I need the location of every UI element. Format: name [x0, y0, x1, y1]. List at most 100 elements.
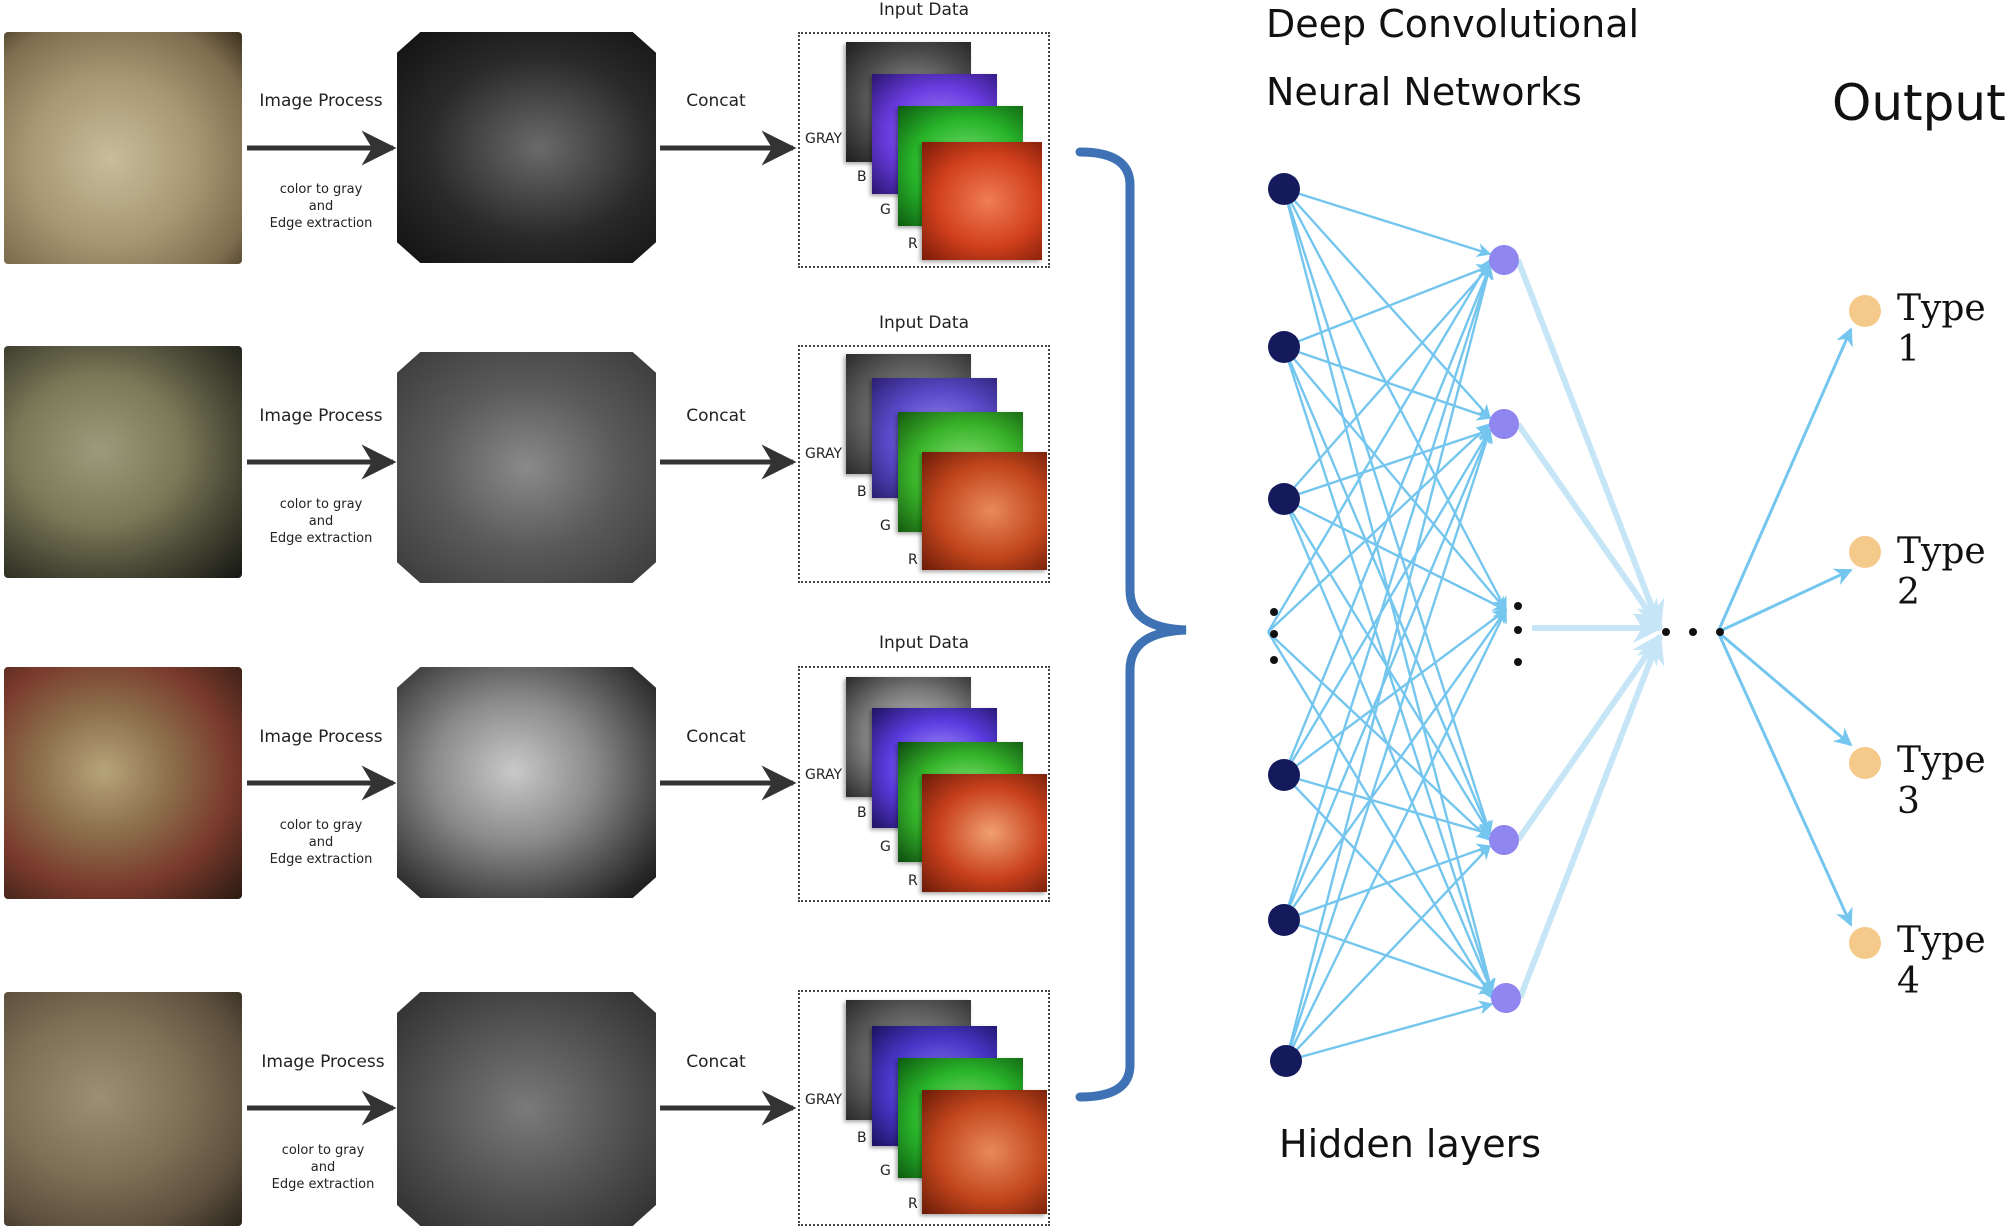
input-ellipsis-dot — [1270, 608, 1278, 616]
hidden-node-1 — [1489, 245, 1519, 275]
edge-image-4 — [397, 992, 656, 1226]
input-hidden-edge — [1283, 608, 1507, 921]
hidden-layers-label: Hidden layers — [1279, 1122, 1542, 1166]
input-hidden-edge — [1267, 423, 1492, 633]
network-nodes — [1268, 173, 1881, 1077]
input-data-title-2: Input Data — [878, 313, 969, 333]
input-ellipsis-dot — [1270, 630, 1278, 638]
output-edge — [1717, 630, 1853, 747]
concat-label-4: Concat — [686, 1052, 746, 1072]
gray-channel-label-3: GRAY — [805, 767, 843, 783]
red-channel-3 — [922, 774, 1047, 892]
endoscopy-photo-1 — [4, 32, 242, 264]
hidden-merge-edge — [1515, 422, 1663, 631]
g-channel-label-1: G — [880, 202, 891, 218]
b-channel-label-2: B — [857, 484, 867, 500]
endoscopy-photo-2 — [4, 346, 242, 578]
r-channel-label-3: R — [908, 873, 918, 889]
input-hidden-edge — [1283, 187, 1492, 257]
input-data-box-4 — [798, 990, 1050, 1226]
input-hidden-edge — [1283, 264, 1492, 349]
output-title: Output — [1832, 74, 2006, 132]
input-node-4 — [1268, 759, 1300, 791]
output-type-1-label: Type 1 — [1897, 288, 1986, 370]
input-hidden-edge — [1284, 264, 1494, 1062]
g-channel-label-4: G — [880, 1163, 891, 1179]
gray-channel-label-1: GRAY — [805, 131, 843, 147]
input-data-title-3: Input Data — [878, 633, 969, 653]
image-process-label-3: Image Process — [259, 727, 383, 747]
input-hidden-edge — [1266, 631, 1494, 1000]
image-process-label-2: Image Process — [259, 406, 383, 426]
input-hidden-edge — [1282, 428, 1492, 776]
hidden-merge-edge — [1515, 633, 1663, 842]
output-node-3 — [1849, 747, 1881, 779]
r-channel-label-4: R — [908, 1196, 918, 1212]
output-type-3-label: Type 3 — [1897, 740, 1986, 822]
hidden-node-3 — [1489, 825, 1519, 855]
endoscopy-photo-4 — [4, 992, 242, 1226]
network-title-line1: Deep Convolutional — [1266, 2, 1640, 46]
input-hidden-edge — [1283, 918, 1494, 995]
image-process-label-1: Image Process — [259, 91, 383, 111]
output-type-2-label: Type 2 — [1897, 531, 1986, 613]
b-channel-label-1: B — [857, 169, 867, 185]
red-channel-2 — [922, 452, 1047, 570]
input-node-6 — [1270, 1045, 1302, 1077]
input-hidden-edge — [1283, 427, 1492, 501]
output-edge — [1716, 631, 1853, 927]
output-node-1 — [1849, 295, 1881, 327]
input-hidden-edge — [1285, 1000, 1494, 1063]
input-hidden-edge — [1283, 188, 1491, 420]
edge-image-3 — [397, 667, 656, 898]
hidden-node-2 — [1489, 409, 1519, 439]
input-data-box-2 — [798, 345, 1050, 583]
input-hidden-edge — [1283, 346, 1507, 612]
hidden-ellipsis-dot — [1514, 602, 1522, 610]
network-title-line2: Neural Networks — [1266, 70, 1582, 114]
output-node-2 — [1849, 536, 1881, 568]
input-hidden-edge — [1282, 264, 1493, 921]
output-edge — [1717, 568, 1853, 634]
concat-label-3: Concat — [686, 727, 746, 747]
g-channel-label-2: G — [880, 518, 891, 534]
merge-brace — [1075, 147, 1187, 1102]
layer-ellipsis-dot — [1716, 628, 1724, 636]
input-hidden-edge — [1282, 188, 1493, 836]
r-channel-label-1: R — [908, 236, 918, 252]
edge-image-1 — [397, 32, 656, 263]
input-data-box-1 — [798, 32, 1050, 268]
output-type-4-label: Type 4 — [1897, 920, 1986, 1002]
input-data-box-3 — [798, 666, 1050, 902]
hidden-ellipsis-dot — [1514, 658, 1522, 666]
input-hidden-edge — [1285, 844, 1491, 1062]
endoscopy-photo-3 — [4, 667, 242, 899]
input-node-3 — [1268, 483, 1300, 515]
r-channel-label-2: R — [908, 552, 918, 568]
input-hidden-edge — [1284, 608, 1508, 1062]
input-ellipsis-dot — [1270, 656, 1278, 664]
output-node-4 — [1849, 927, 1881, 959]
hidden-merge-edge — [1517, 633, 1665, 1000]
red-channel-4 — [922, 1090, 1047, 1214]
layer-ellipsis-dot — [1662, 628, 1670, 636]
process-arrows — [247, 130, 797, 1126]
output-edge — [1716, 327, 1853, 633]
hidden-node-4 — [1491, 983, 1521, 1013]
concat-label-1: Concat — [686, 91, 746, 111]
hidden-merge-edge — [1515, 258, 1665, 631]
b-channel-label-4: B — [857, 1130, 867, 1146]
concat-label-2: Concat — [686, 406, 746, 426]
input-hidden-edge — [1283, 497, 1508, 612]
layer-ellipsis-dot — [1689, 628, 1697, 636]
network-edges — [1266, 187, 1853, 1063]
input-data-title-1: Input Data — [878, 0, 969, 20]
input-hidden-edge — [1283, 264, 1491, 500]
hidden-ellipsis-dot — [1514, 626, 1522, 634]
input-hidden-edge — [1267, 631, 1492, 841]
input-node-5 — [1268, 904, 1300, 936]
g-channel-label-3: G — [880, 839, 891, 855]
